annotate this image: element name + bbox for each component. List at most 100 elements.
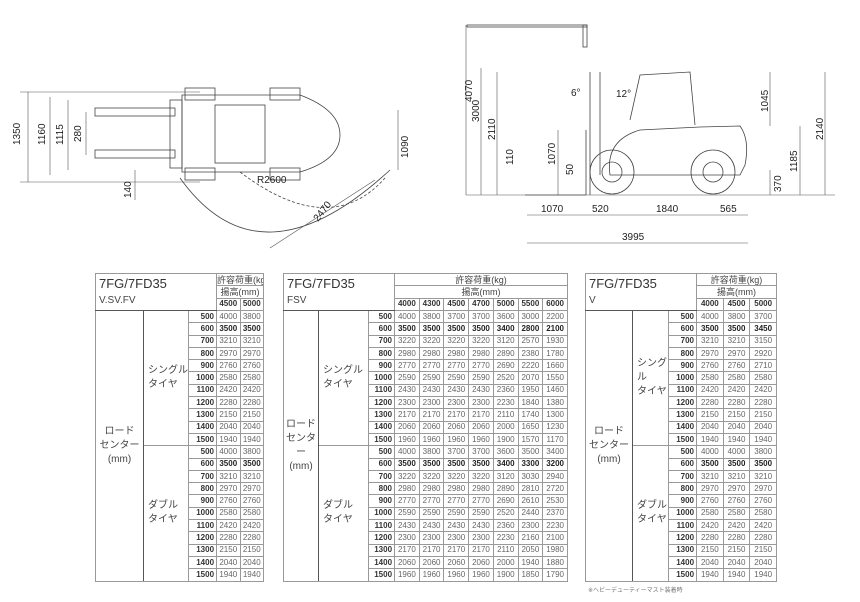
load-capacity-value: 2300 (517, 519, 544, 533)
load-capacity-value: 1960 (468, 568, 494, 582)
load-capacity-value: 2040 (239, 420, 265, 434)
load-capacity-value: 3120 (492, 334, 519, 348)
load-center-value: 700 (367, 469, 396, 484)
load-center-value: 800 (667, 482, 698, 496)
load-capacity-value: 2760 (239, 494, 265, 508)
load-center-value: 1300 (367, 543, 396, 557)
load-capacity-value: 2100 (542, 322, 568, 336)
dim-4070: 4070 (464, 79, 475, 102)
load-capacity-value: 3800 (749, 445, 777, 459)
load-capacity-value: 2300 (443, 396, 470, 410)
load-center-value: 800 (187, 346, 218, 361)
load-center-value: 1500 (367, 432, 396, 447)
load-center-value: 1500 (667, 432, 698, 447)
load-capacity-value: 3210 (216, 334, 241, 348)
load-capacity-value: 2060 (394, 420, 420, 434)
load-capacity-value: 2590 (443, 506, 470, 521)
load-capacity-value: 3300 (517, 457, 544, 471)
load-center-value: 1300 (187, 543, 218, 557)
load-capacity-value: 2280 (216, 396, 241, 410)
load-capacity-value: 2970 (722, 346, 751, 361)
load-capacity-value: 1790 (542, 568, 568, 582)
load-capacity-value: 2280 (722, 531, 751, 545)
load-capacity-value: 1940 (696, 568, 724, 582)
load-capacity-value: 2040 (749, 420, 777, 434)
dim-1045: 1045 (760, 89, 771, 112)
load-capacity-value: 4000 (394, 445, 420, 459)
load-capacity-value: 2420 (696, 519, 724, 533)
load-capacity-value: 2760 (722, 494, 751, 508)
load-capacity-value: 2760 (696, 494, 724, 508)
load-capacity-value: 2280 (216, 531, 241, 545)
load-capacity-value: 2520 (492, 371, 519, 385)
load-capacity-value: 2440 (517, 506, 544, 521)
load-capacity-value: 3500 (443, 457, 470, 471)
dim-50: 50 (565, 163, 576, 175)
load-capacity-header: 許容荷重(kg) (696, 272, 777, 287)
load-capacity-value: 2970 (722, 482, 751, 496)
load-capacity-value: 1550 (542, 371, 568, 385)
load-capacity-value: 4000 (216, 445, 241, 459)
load-capacity-value: 1780 (542, 346, 568, 361)
load-capacity-value: 1940 (239, 568, 265, 582)
load-capacity-value: 2770 (418, 494, 445, 508)
load-capacity-value: 2150 (216, 543, 241, 557)
load-capacity-value: 2430 (443, 519, 470, 533)
load-capacity-value: 3500 (517, 445, 544, 459)
load-capacity-value: 1940 (722, 432, 751, 447)
load-center-value: 1000 (367, 506, 396, 521)
load-capacity-value: 2220 (517, 359, 544, 373)
load-capacity-value: 3220 (443, 334, 470, 348)
load-capacity-value: 1940 (216, 432, 241, 447)
load-capacity-value: 1940 (517, 555, 544, 570)
load-capacity-value: 2100 (542, 531, 568, 545)
load-center-label: ロード センター (mm) (283, 310, 319, 582)
load-capacity-value: 2430 (394, 383, 420, 398)
load-center-value: 900 (187, 494, 218, 508)
load-capacity-value: 3500 (239, 322, 265, 336)
load-capacity-value: 2970 (696, 482, 724, 496)
load-capacity-value: 2580 (216, 371, 241, 385)
load-capacity-value: 2150 (239, 543, 265, 557)
load-capacity-value: 3220 (468, 334, 494, 348)
load-capacity-value: 3500 (443, 322, 470, 336)
load-capacity-value: 2980 (394, 482, 420, 496)
load-capacity-value: 3120 (492, 469, 519, 484)
load-capacity-value: 2150 (722, 543, 751, 557)
load-capacity-value: 3210 (216, 469, 241, 484)
load-capacity-value: 2970 (216, 346, 241, 361)
load-capacity-value: 2940 (542, 469, 568, 484)
load-center-value: 1200 (667, 396, 698, 410)
lift-height-value: 5000 (749, 297, 777, 312)
load-center-value: 500 (367, 309, 396, 324)
dim-1350: 1350 (12, 122, 23, 145)
load-capacity-value: 1940 (749, 432, 777, 447)
load-capacity-value: 2890 (492, 482, 519, 496)
load-center-value: 1200 (367, 396, 396, 410)
load-capacity-value: 2420 (239, 383, 265, 398)
load-capacity-value: 3220 (394, 334, 420, 348)
load-capacity-value: 2970 (239, 482, 265, 496)
lift-height-value: 4000 (696, 297, 724, 312)
load-capacity-value: 2060 (418, 420, 445, 434)
load-capacity-value: 3700 (468, 309, 494, 324)
load-center-value: 800 (667, 346, 698, 361)
load-capacity-value: 2040 (749, 555, 777, 570)
load-capacity-value: 2590 (418, 371, 445, 385)
load-capacity-value: 2420 (239, 519, 265, 533)
load-capacity-value: 3700 (443, 445, 470, 459)
load-center-value: 1200 (187, 531, 218, 545)
tilt-forward-angle: 6° (571, 88, 581, 99)
tire-type-label: シングル タイヤ (632, 309, 669, 447)
